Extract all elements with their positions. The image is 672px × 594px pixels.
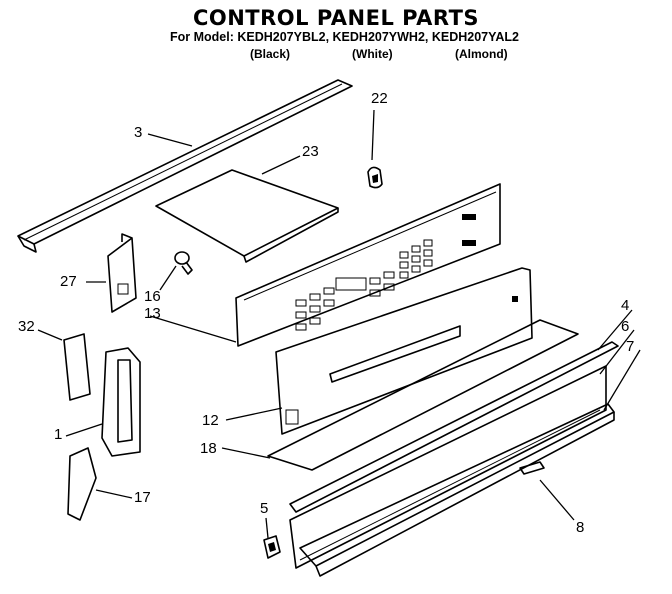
label-8: 8 (576, 519, 585, 536)
part-6-trim-panel (289, 365, 607, 569)
page-title: CONTROL PANEL PARTS (192, 6, 480, 30)
part-32-side-bracket (63, 333, 91, 401)
label-5: 5 (260, 500, 269, 517)
label-32: 32 (18, 318, 35, 335)
label-1: 1 (54, 426, 63, 443)
panel-buttons (295, 214, 476, 331)
variant-almond: (Almond) (455, 47, 508, 61)
part-4-trim (289, 341, 619, 513)
part-23-shield (155, 169, 339, 263)
variant-white: (White) (352, 47, 393, 61)
leader-lines (37, 109, 641, 539)
part-1-bracket (101, 347, 141, 457)
part-18-strip (267, 319, 579, 471)
label-17: 17 (134, 489, 151, 506)
part-3-trim-strip (17, 79, 353, 253)
label-3: 3 (134, 124, 143, 141)
label-18: 18 (200, 440, 217, 457)
part-5-endcap (263, 535, 281, 559)
label-12: 12 (202, 412, 219, 429)
part-8-clip (519, 461, 545, 475)
label-22: 22 (371, 90, 388, 107)
part-13-control-panel (235, 183, 501, 347)
part-22-clip (367, 166, 383, 189)
model-line: For Model: KEDH207YBL2, KEDH207YWH2, KED… (170, 30, 519, 44)
label-4: 4 (621, 297, 630, 314)
part-17-bracket (67, 447, 97, 521)
part-7-channel (299, 403, 615, 577)
label-16: 16 (144, 288, 161, 305)
label-13: 13 (144, 305, 161, 322)
label-23: 23 (302, 143, 319, 160)
part-12-backer (275, 267, 533, 435)
label-27: 27 (60, 273, 77, 290)
part-27-bracket (107, 233, 137, 313)
variant-black: (Black) (250, 47, 291, 61)
label-7: 7 (626, 338, 635, 355)
label-6: 6 (621, 318, 630, 335)
part-16-knob (174, 251, 193, 275)
